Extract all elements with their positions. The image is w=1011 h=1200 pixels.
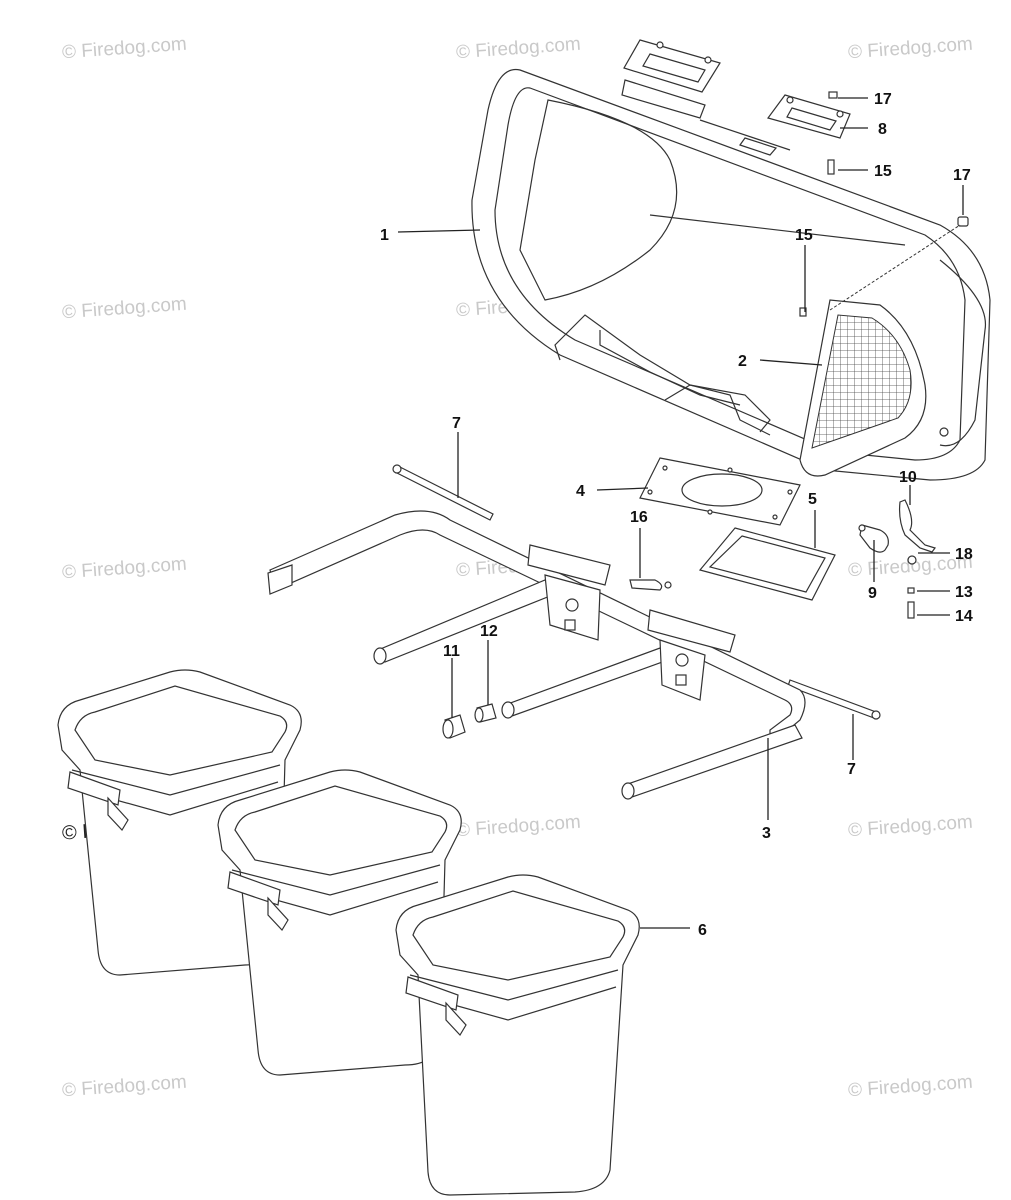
callout-7a: 7 xyxy=(452,415,461,432)
callout-17a: 17 xyxy=(874,91,892,108)
callout-labels: 1 2 3 4 5 6 7 7 8 9 10 11 12 13 14 15 15… xyxy=(380,91,973,939)
callout-18: 18 xyxy=(955,546,973,563)
part-4-plate xyxy=(639,457,801,526)
callout-16: 16 xyxy=(630,509,648,526)
callout-2: 2 xyxy=(738,353,747,370)
callout-6: 6 xyxy=(698,922,707,939)
part-16-pin xyxy=(629,579,672,591)
callout-12: 12 xyxy=(480,623,498,640)
part-11-12-caps xyxy=(442,703,497,739)
callout-4: 4 xyxy=(576,483,585,500)
hardware-bolts xyxy=(799,91,969,437)
callout-13: 13 xyxy=(955,584,973,601)
leader-lines xyxy=(397,97,964,929)
callout-3: 3 xyxy=(762,825,771,842)
part-9-10-latch xyxy=(858,499,936,619)
part-8-bracket xyxy=(623,39,851,139)
callout-9: 9 xyxy=(868,585,877,602)
part-5-frame xyxy=(698,527,836,601)
part-6-bin xyxy=(217,769,462,1076)
callout-5: 5 xyxy=(808,491,817,508)
callout-11: 11 xyxy=(443,643,460,660)
callout-15b: 15 xyxy=(795,227,813,244)
part-6-bin xyxy=(395,874,640,1196)
callout-15a: 15 xyxy=(874,163,892,180)
part-6-bin xyxy=(57,669,302,976)
callout-8: 8 xyxy=(878,121,887,138)
callout-17b: 17 xyxy=(953,167,971,184)
part-7-rod xyxy=(392,464,881,720)
callout-10: 10 xyxy=(899,469,917,486)
part-3-frame xyxy=(267,510,806,800)
callout-7b: 7 xyxy=(847,761,856,778)
callout-1: 1 xyxy=(380,227,389,244)
part-2-mesh-screen xyxy=(799,299,927,477)
callout-14: 14 xyxy=(955,608,973,625)
